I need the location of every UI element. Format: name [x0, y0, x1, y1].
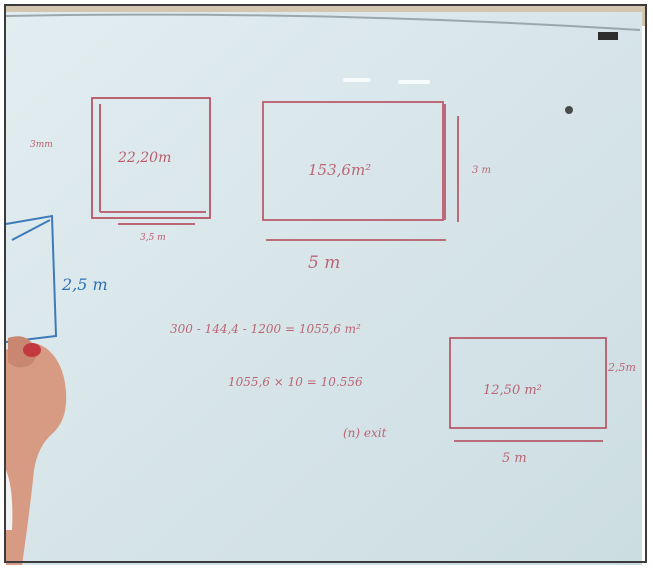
whiteboard-surface [6, 12, 642, 565]
square-drawing [91, 97, 211, 225]
glare-highlight [398, 80, 430, 84]
wide-rectangle-side-label: 3 m [472, 165, 491, 176]
whiteboard-frame-top [5, 13, 641, 31]
glare-highlight [343, 78, 371, 82]
hand-with-marker [6, 336, 67, 565]
square-side-left-label: 3mm [30, 140, 53, 150]
equation-line-1: 300 - 144,4 - 1200 = 1055,6 m² [170, 322, 361, 336]
small-rectangle-area-label: 12,50 m² [483, 383, 542, 398]
small-rectangle-bottom-label: 5 m [502, 451, 527, 466]
blue-box-drawing [5, 214, 58, 343]
small-rectangle-side-label: 2,5m [607, 361, 636, 374]
board-corner-clip [598, 32, 618, 40]
blue-box-side-label: 2,5 m [61, 275, 108, 294]
square-area-label: 22,20m [117, 150, 171, 166]
equation-line-2: 1055,6 × 10 = 10.556 [228, 375, 363, 389]
equation-line-3: (n) exit [343, 426, 387, 440]
square-side-bottom-label: 3,5 m [140, 233, 166, 243]
wide-rectangle-area-label: 153,6m² [308, 161, 371, 179]
magnet-dot [565, 106, 573, 114]
small-rectangle-drawing [449, 337, 607, 442]
wide-rectangle-bottom-label: 5 m [308, 253, 340, 273]
wide-rectangle-drawing [262, 101, 459, 241]
